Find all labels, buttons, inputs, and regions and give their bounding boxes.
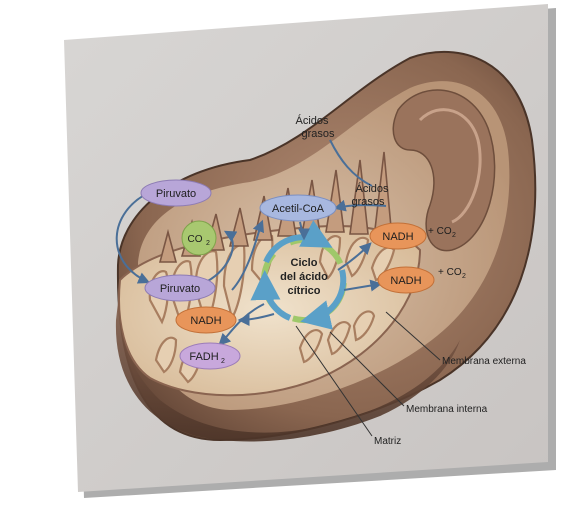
fadh2-subscript: 2 [221, 358, 225, 365]
matrix-label: Matriz [374, 436, 401, 447]
nadh-right-label: NADH [390, 275, 421, 287]
inner-membrane-label: Membrana interna [406, 404, 488, 415]
nadh-left-pill: NADH [176, 307, 236, 333]
pyruvate-top-label: Piruvato [156, 188, 196, 200]
co2-bubble: CO 2 [182, 221, 216, 255]
acetyl-coa-label: Acetil-CoA [272, 203, 325, 215]
fatty-acids-top-line2: grasos [301, 128, 335, 140]
pyruvate-low-label: Piruvato [160, 283, 200, 295]
fadh2-pill: FADH 2 [180, 343, 240, 369]
pyruvate-low-pill: Piruvato [145, 275, 215, 301]
nadh-upper-label: NADH [382, 231, 413, 243]
nadh-right-co2-label: + CO [438, 267, 462, 278]
nadh-upper-co2-label: + CO [428, 226, 452, 237]
cycle-label-line3: cítrico [287, 285, 320, 297]
cycle-label-line2: del ácido [280, 271, 328, 283]
cycle-label-line1: Ciclo [291, 257, 318, 269]
outer-membrane-label: Membrana externa [442, 356, 526, 367]
co2-left-subscript: 2 [206, 240, 210, 247]
fatty-acids-top-line1: Ácidos [295, 114, 329, 127]
pyruvate-top-pill: Piruvato [141, 180, 211, 206]
nadh-upper-co2-subscript: 2 [452, 232, 456, 239]
fatty-acids-mid-line1: Ácidos [355, 182, 389, 195]
fadh2-label: FADH [189, 351, 218, 363]
nadh-right-co2-subscript: 2 [462, 273, 466, 280]
acetyl-coa-pill: Acetil-CoA [260, 195, 336, 221]
co2-left-label: CO [188, 234, 203, 245]
nadh-left-label: NADH [190, 315, 221, 327]
fatty-acids-mid-line2: grasos [351, 196, 385, 208]
